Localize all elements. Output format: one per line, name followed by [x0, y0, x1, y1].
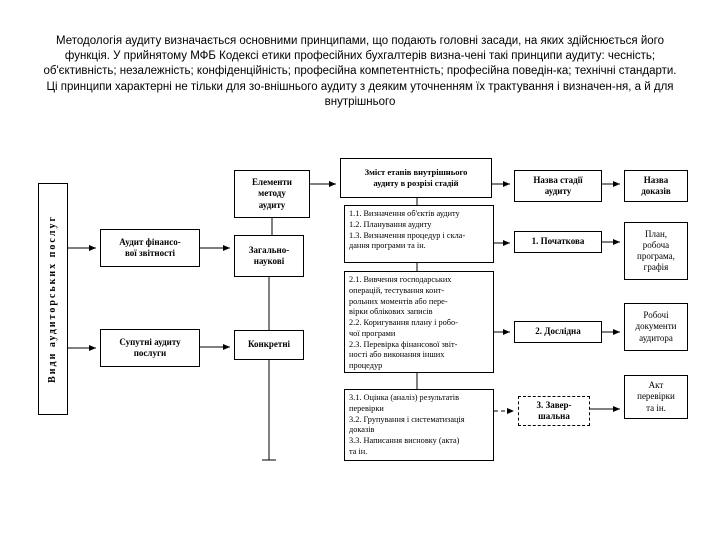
stage1-content-box: 1.1. Визначення об'єктів аудиту 1.2. Пла… — [344, 205, 494, 263]
stages-content-header-box: Зміст етапів внутрішнього аудиту в розрі… — [340, 158, 492, 198]
stage1-name-box: 1. Початкова — [514, 231, 602, 253]
intro-paragraph: Методологія аудиту визначається основним… — [43, 35, 677, 108]
stage2-name-box: 2. Дослідна — [514, 321, 602, 343]
stage3-content-box: 3.1. Оцінка (аналіз) результатів перевір… — [344, 389, 494, 461]
method-elements-header-box: Елементи методу аудиту — [234, 170, 310, 218]
method-general-box: Загально- наукові — [234, 235, 304, 277]
evidence3-box: Акт перевірки та ін. — [624, 375, 688, 419]
method-specific-box: Конкретні — [234, 330, 304, 360]
service-related-box: Супутні аудиту послуги — [100, 329, 200, 367]
service-audit-financial-box: Аудит фінансо- вої звітності — [100, 229, 200, 267]
stage-name-header-box: Назва стадії аудиту — [514, 170, 602, 202]
stage3-name-box: 3. Завер- шальна — [518, 396, 590, 426]
services-axis-box: Види аудиторських послуг — [38, 183, 68, 415]
evidence1-box: План, робоча програма, графія — [624, 222, 688, 280]
evidence-header-box: Назва доказів — [624, 170, 688, 202]
services-axis-label: Види аудиторських послуг — [46, 215, 58, 383]
stage2-content-box: 2.1. Вивчення господарських операцій, те… — [344, 271, 494, 373]
evidence2-box: Робочі документи аудитора — [624, 303, 688, 351]
